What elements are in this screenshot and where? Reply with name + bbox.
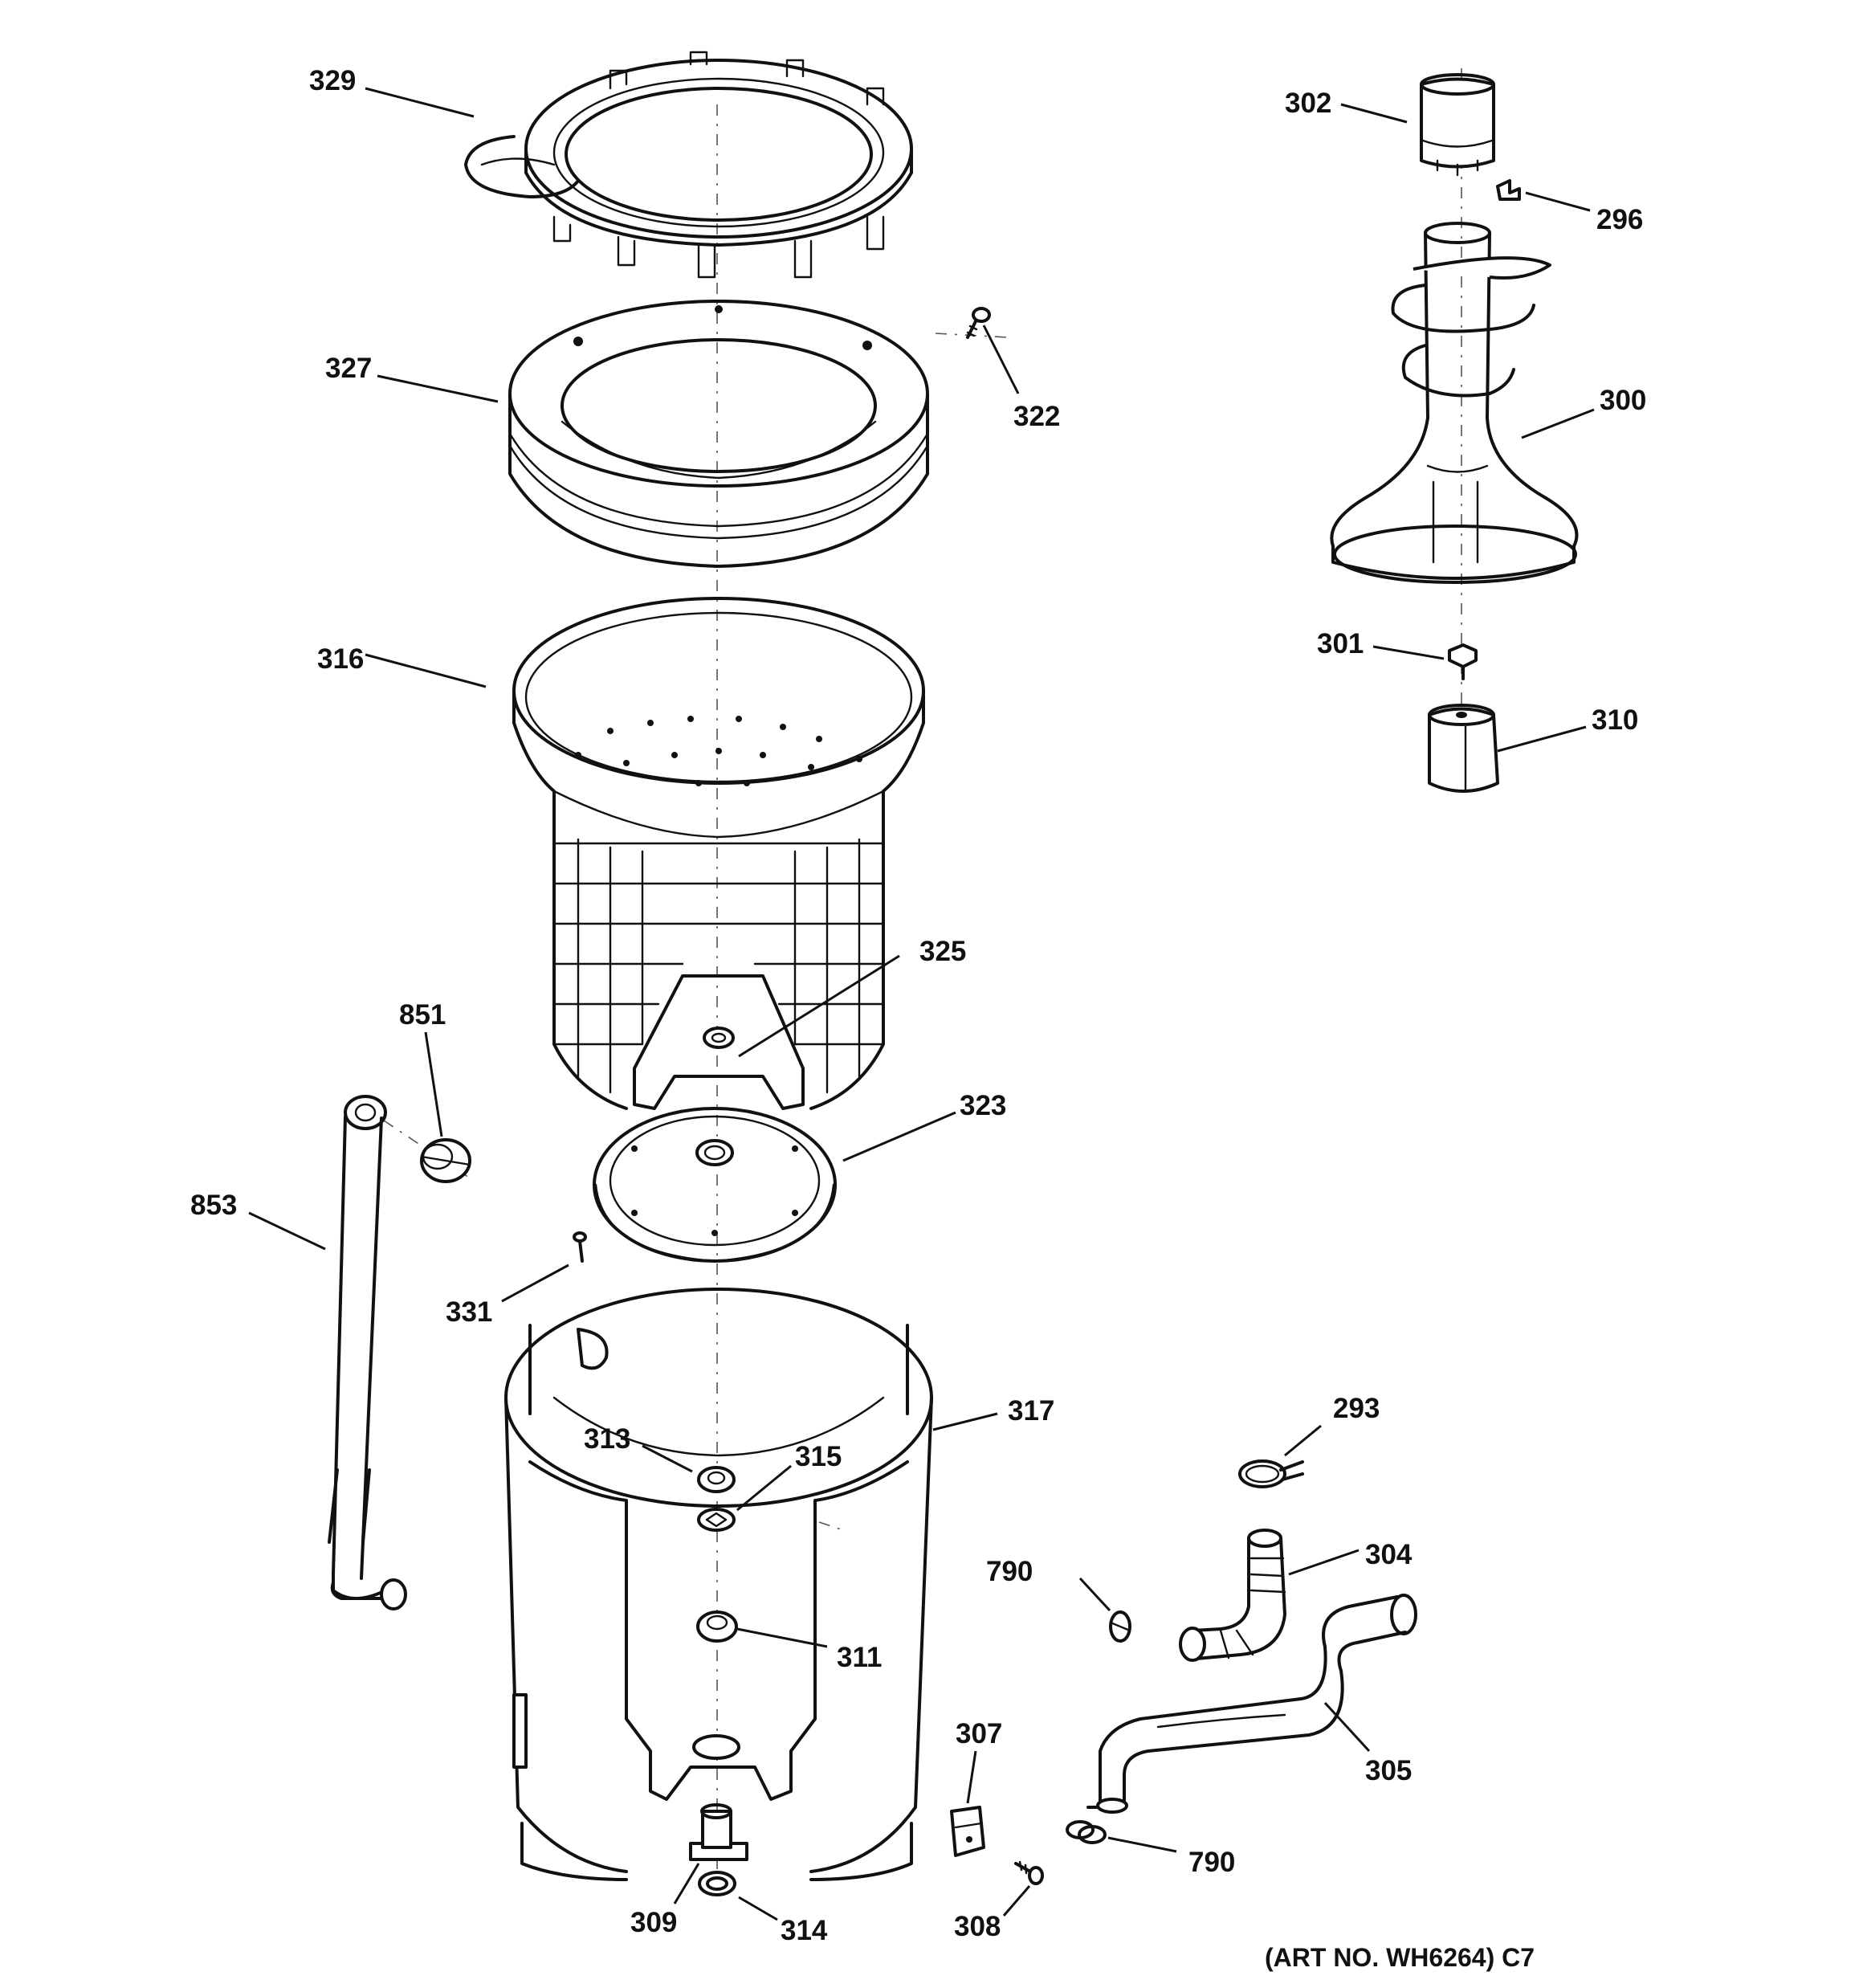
- label-790-lower: 790: [1188, 1847, 1235, 1878]
- part-314-o-ring: [698, 1871, 736, 1896]
- part-308-screw: [1014, 1860, 1044, 1885]
- label-315: 315: [795, 1441, 842, 1472]
- part-296-clip: [1496, 179, 1521, 201]
- part-309-seal-housing: [689, 1734, 748, 1861]
- label-323: 323: [960, 1090, 1006, 1121]
- part-302-agitator-cap: [1420, 73, 1495, 177]
- part-301-bolt: [1448, 643, 1478, 680]
- label-317: 317: [1008, 1395, 1054, 1427]
- part-322-screw: [966, 307, 991, 339]
- leader-lines: [248, 87, 1595, 1921]
- label-331: 331: [446, 1296, 492, 1328]
- part-327-balance-ring: [508, 300, 929, 568]
- label-307: 307: [956, 1718, 1002, 1749]
- label-851: 851: [399, 999, 446, 1031]
- label-316: 316: [317, 643, 364, 675]
- part-329-tub-cover: [464, 51, 913, 279]
- part-317-outer-tub: [504, 1288, 933, 1881]
- label-311: 311: [837, 1642, 882, 1673]
- label-302: 302: [1285, 88, 1331, 119]
- part-304-elbow-hose: [1179, 1529, 1286, 1662]
- part-300-agitator: [1330, 222, 1579, 584]
- label-296: 296: [1596, 204, 1643, 235]
- label-308: 308: [954, 1911, 1001, 1942]
- art-number-note: (ART NO. WH6264) C7: [1265, 1943, 1535, 1972]
- part-316-wash-basket: [512, 597, 925, 1110]
- label-327: 327: [325, 353, 372, 384]
- basket-holes: [575, 716, 862, 786]
- part-851-plug: [420, 1138, 471, 1183]
- part-293-hose-clamp: [1238, 1459, 1304, 1488]
- label-313: 313: [584, 1423, 630, 1455]
- part-790-clip-lower: [1066, 1820, 1107, 1844]
- label-325: 325: [919, 936, 966, 967]
- part-315-washer: [697, 1508, 736, 1532]
- label-314: 314: [781, 1915, 828, 1946]
- part-305-drain-hose: [1086, 1594, 1417, 1814]
- label-304: 304: [1365, 1539, 1413, 1570]
- label-293: 293: [1333, 1393, 1380, 1424]
- part-311-nut: [696, 1610, 738, 1643]
- part-323-hub-plate: [593, 1107, 837, 1263]
- part-331-screw: [573, 1231, 587, 1263]
- part-307-bracket: [950, 1806, 985, 1857]
- part-labels: 329 327 322 316 302 296 300 301 310 325 …: [190, 65, 1646, 1946]
- label-322: 322: [1013, 401, 1060, 432]
- label-305: 305: [1365, 1755, 1412, 1786]
- label-853: 853: [190, 1190, 237, 1221]
- part-853-pipe: [328, 1095, 407, 1610]
- label-301: 301: [1317, 628, 1364, 659]
- part-790-clip-upper: [1109, 1610, 1131, 1643]
- label-329: 329: [309, 65, 356, 96]
- label-309: 309: [630, 1907, 677, 1938]
- part-310-drive-block: [1428, 704, 1499, 793]
- label-790-upper: 790: [986, 1556, 1033, 1587]
- label-310: 310: [1592, 704, 1638, 736]
- part-313-bushing: [697, 1466, 736, 1493]
- label-300: 300: [1600, 385, 1646, 416]
